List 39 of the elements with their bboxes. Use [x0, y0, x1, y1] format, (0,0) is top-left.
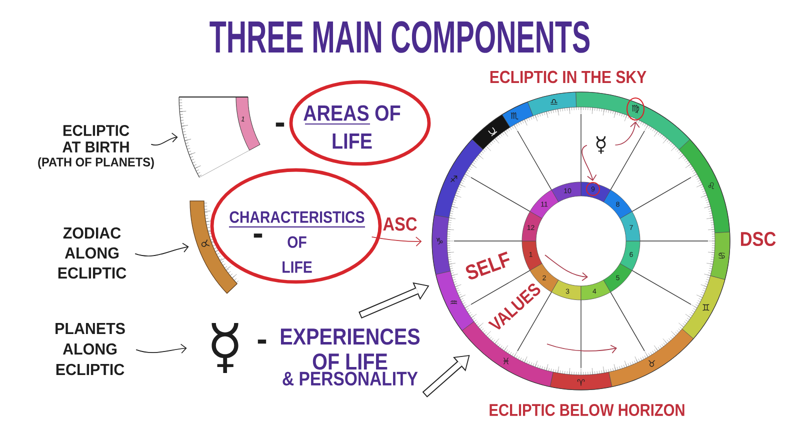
zodiac-glyph: ♓ — [503, 358, 509, 364]
zodiac-glyph: ♉ — [648, 360, 655, 367]
zodiac-glyph: ♉ — [201, 239, 210, 247]
arrow — [614, 122, 640, 146]
dash-mark: - — [258, 340, 266, 344]
title: THREE MAIN COMPONENTS — [210, 21, 590, 53]
dash-mark: - — [276, 122, 284, 127]
axis-label: DSC — [741, 232, 776, 246]
arrow — [134, 242, 189, 256]
wheel-label: ECLIPTIC IN THE SKY — [490, 70, 646, 84]
circled-glyph: ♍ — [626, 97, 645, 121]
zodiac-glyph: ♊ — [702, 304, 710, 311]
zodiac-glyph: ♎ — [550, 99, 558, 105]
block-arrow — [422, 355, 470, 398]
zodiac-wheel — [432, 92, 730, 390]
text-label: ECLIPTIC AT BIRTH (PATH OF PLANETS) — [38, 125, 154, 169]
arrow — [371, 236, 422, 246]
wheel-label: ECLIPTIC BELOW HORIZON — [490, 404, 684, 416]
zodiac-glyph: ♌ — [708, 182, 714, 189]
zodiac-glyph: ♒ — [450, 300, 458, 304]
block-arrow — [358, 282, 430, 319]
zodiac-glyph: ♋ — [718, 252, 725, 259]
ecliptic-segment — [178, 96, 260, 178]
axis-label: ASC — [383, 217, 417, 231]
arrow — [582, 144, 597, 181]
text-label: PLANETS ALONG ECLIPTIC — [56, 322, 125, 376]
text-label: ZODIAC ALONG ECLIPTIC — [58, 227, 126, 279]
arrow — [150, 132, 178, 146]
arrow — [136, 344, 187, 354]
zodiac-glyph: ♏ — [510, 112, 518, 120]
house-label: SELF — [466, 252, 510, 280]
zodiac-glyph: ♑ — [436, 238, 443, 244]
circled-text: AREAS OF LIFE — [289, 80, 431, 166]
dash-mark: - — [254, 234, 262, 238]
zodiac-glyph: ♐ — [450, 176, 458, 182]
text-label: EXPERIENCES OF LIFE & PERSONALITY — [280, 328, 420, 386]
planet-symbol: ☿ — [596, 136, 606, 154]
planet-symbol: ☿ — [212, 322, 238, 373]
zodiac-glyph: ♈ — [577, 379, 585, 386]
